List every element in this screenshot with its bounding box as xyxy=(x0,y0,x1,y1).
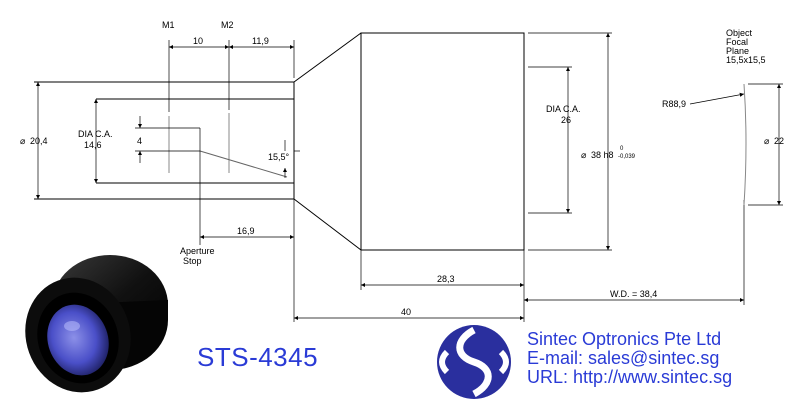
dimension-labels: M1 M2 10 11,9 4 DIA C.A. 14,6 ⌀ 20,4 15,… xyxy=(20,20,784,317)
company-logo-icon xyxy=(437,325,511,399)
label-dim-40: 40 xyxy=(401,307,411,317)
label-wd: W.D. = 38,4 xyxy=(610,289,657,299)
label-dim-11-9: 11,9 xyxy=(252,36,269,46)
label-aperture-2: Stop xyxy=(183,256,202,266)
label-dia-ca-right-2: 26 xyxy=(561,115,571,125)
label-object-4: 15,5x15,5 xyxy=(726,55,766,65)
label-tol-upper: 0 xyxy=(620,146,624,152)
label-tol-lower: -0,039 xyxy=(618,154,636,160)
label-dim-10: 10 xyxy=(193,36,203,46)
label-aperture-1: Aperture xyxy=(180,246,215,256)
dia-symbol-22: ⌀ xyxy=(764,136,770,146)
label-dim-16-9: 16,9 xyxy=(237,226,255,236)
dia-symbol-38: ⌀ xyxy=(581,150,587,160)
label-object-3: Plane xyxy=(726,46,749,56)
label-object-1: Object xyxy=(726,28,753,38)
label-dia-ca-left-1: DIA C.A. xyxy=(78,129,113,139)
internal-lines xyxy=(168,113,288,178)
product-model: STS-4345 xyxy=(197,342,319,372)
label-dia-38: 38 h8 xyxy=(591,150,614,160)
company-info: Sintec Optronics Pte Ltd E-mail: sales@s… xyxy=(527,330,732,387)
label-dim-4: 4 xyxy=(137,136,142,146)
label-dia-20-4: 20,4 xyxy=(30,136,48,146)
dimension-lines xyxy=(35,32,783,322)
label-dim-28-3: 28,3 xyxy=(437,274,455,284)
company-email[interactable]: E-mail: sales@sintec.sg xyxy=(527,348,720,368)
company-name: Sintec Optronics Pte Ltd xyxy=(527,329,722,349)
focal-plane-curve xyxy=(743,83,747,206)
company-url[interactable]: URL: http://www.sintec.sg xyxy=(527,367,733,387)
label-r88-9: R88,9 xyxy=(662,99,686,109)
label-object-2: Focal xyxy=(726,37,748,47)
lens-render-image xyxy=(25,255,168,393)
label-m2: M2 xyxy=(221,20,234,30)
lens-body-outline xyxy=(34,32,525,251)
label-dia-ca-left-2: 14,6 xyxy=(84,140,102,150)
lens-glass-icon xyxy=(47,304,109,376)
label-m1: M1 xyxy=(162,20,175,30)
label-dia-22: 22 xyxy=(774,136,784,146)
dia-symbol-20-4: ⌀ xyxy=(20,136,26,146)
label-dia-ca-right-1: DIA C.A. xyxy=(546,104,581,114)
label-angle-15-5: 15,5° xyxy=(268,152,290,162)
